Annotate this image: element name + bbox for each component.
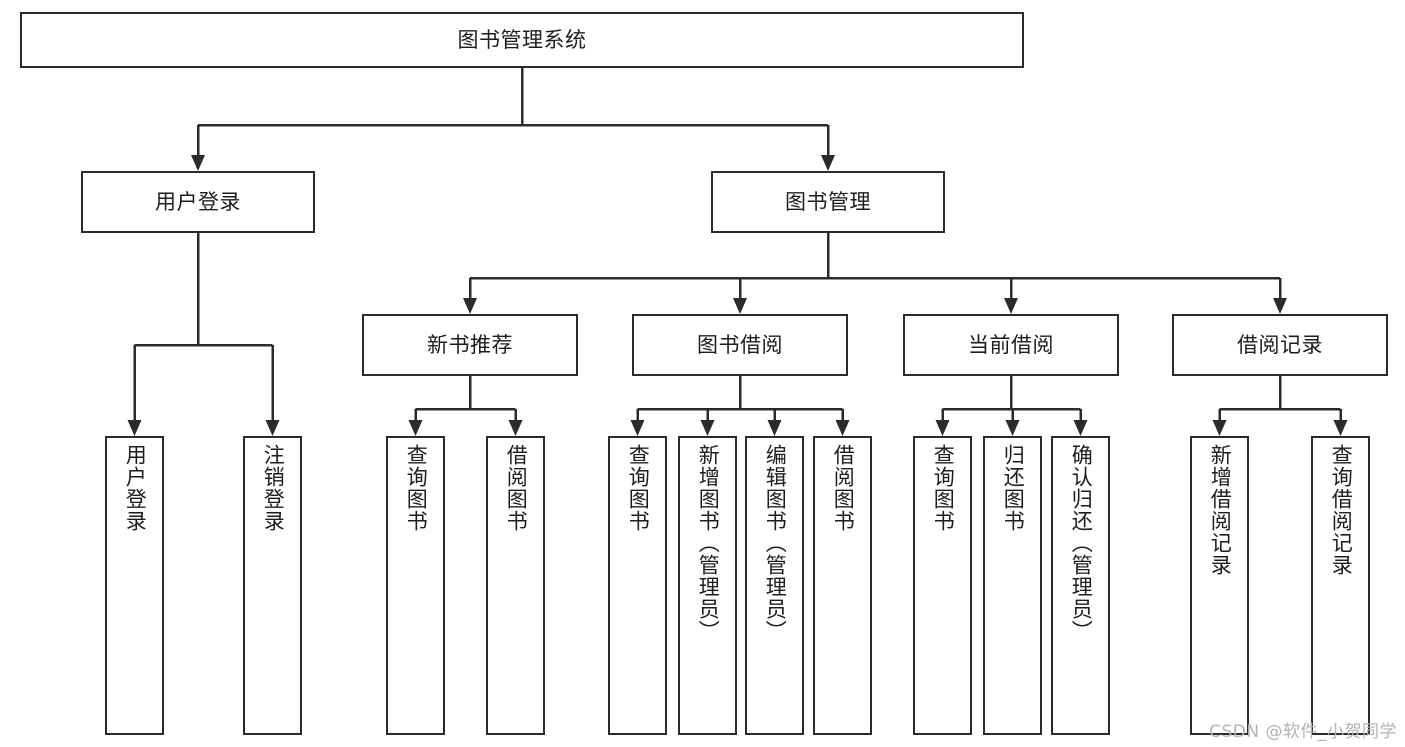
node-leaf-query-record-label: 查询借阅记录	[1329, 444, 1354, 576]
node-leaf-logout[interactable]: 注销登录	[243, 436, 302, 735]
node-leaf-edit-book-label: 编辑图书（管理员）	[763, 444, 788, 642]
node-leaf-borrow-book-1[interactable]: 借阅图书	[486, 436, 545, 735]
node-leaf-add-record[interactable]: 新增借阅记录	[1190, 436, 1249, 735]
node-leaf-query-record[interactable]: 查询借阅记录	[1311, 436, 1370, 735]
node-leaf-query-book-3-label: 查询图书	[931, 444, 956, 532]
node-leaf-add-record-label: 新增借阅记录	[1208, 444, 1233, 576]
node-leaf-return-book[interactable]: 归还图书	[983, 436, 1042, 735]
node-leaf-borrow-book-2-label: 借阅图书	[831, 444, 856, 532]
node-leaf-return-book-label: 归还图书	[1001, 444, 1026, 532]
node-book-borrow-label: 图书借阅	[697, 332, 783, 357]
node-leaf-user-login[interactable]: 用户登录	[105, 436, 164, 735]
node-leaf-query-book-1[interactable]: 查询图书	[386, 436, 445, 735]
node-leaf-query-book-2-label: 查询图书	[626, 444, 651, 532]
node-new-book-recommend[interactable]: 新书推荐	[362, 314, 578, 376]
node-root[interactable]: 图书管理系统	[20, 12, 1024, 68]
node-leaf-edit-book[interactable]: 编辑图书（管理员）	[745, 436, 804, 735]
node-current-borrow[interactable]: 当前借阅	[903, 314, 1119, 376]
node-leaf-user-login-label: 用户登录	[123, 444, 148, 532]
node-leaf-logout-label: 注销登录	[261, 444, 286, 532]
node-book-borrow[interactable]: 图书借阅	[632, 314, 848, 376]
node-new-book-recommend-label: 新书推荐	[427, 332, 513, 357]
node-leaf-confirm-return[interactable]: 确认归还（管理员）	[1051, 436, 1110, 735]
node-leaf-borrow-book-2[interactable]: 借阅图书	[813, 436, 872, 735]
node-leaf-add-book[interactable]: 新增图书（管理员）	[678, 436, 737, 735]
node-borrow-record-label: 借阅记录	[1237, 332, 1323, 357]
node-current-borrow-label: 当前借阅	[968, 332, 1054, 357]
node-leaf-query-book-1-label: 查询图书	[404, 444, 429, 532]
node-user-login[interactable]: 用户登录	[81, 171, 315, 233]
node-borrow-record[interactable]: 借阅记录	[1172, 314, 1388, 376]
node-book-manage[interactable]: 图书管理	[711, 171, 945, 233]
node-leaf-borrow-book-1-label: 借阅图书	[504, 444, 529, 532]
node-root-label: 图书管理系统	[457, 27, 587, 52]
node-leaf-query-book-3[interactable]: 查询图书	[913, 436, 972, 735]
node-book-manage-label: 图书管理	[785, 189, 871, 214]
node-leaf-add-book-label: 新增图书（管理员）	[696, 444, 721, 642]
node-leaf-confirm-return-label: 确认归还（管理员）	[1069, 444, 1094, 642]
node-leaf-query-book-2[interactable]: 查询图书	[608, 436, 667, 735]
node-user-login-label: 用户登录	[155, 189, 241, 214]
watermark: CSDN @软件_小贺同学	[1209, 722, 1397, 742]
